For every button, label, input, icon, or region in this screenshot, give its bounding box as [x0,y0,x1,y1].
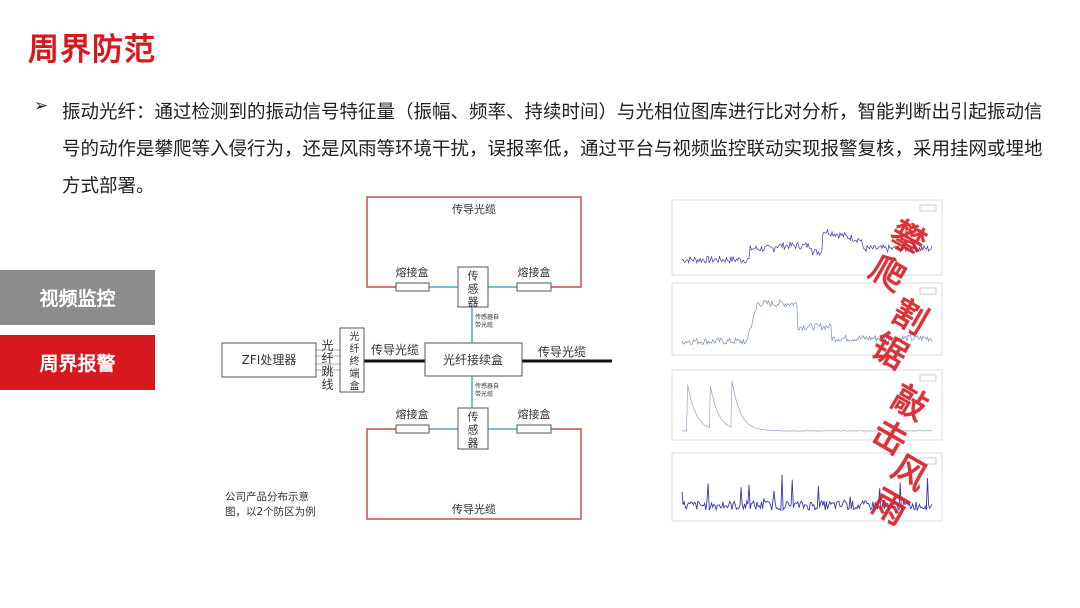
chart-legend [919,287,937,295]
chart-legend [919,374,937,382]
fusion-box [516,424,552,434]
splice-closure-label: 光纤接续盒 [443,352,503,367]
sensor-box [457,407,489,450]
terminal-box-label: 光纤终端盒 [347,331,358,393]
sensor-box [457,266,489,308]
cable-label: 传导光缆 [452,502,496,516]
sensor-cable-label: 传感器自 [475,382,499,390]
sensor-links [429,286,517,430]
sensor-cable-label: 带光缆 [475,321,493,329]
cable-label: 传导光缆 [452,202,496,216]
cable-label: 传导光缆 [371,342,419,357]
caption-line: 公司产品分布示意 [225,490,309,503]
sensor-cable-label: 带光缆 [475,390,493,398]
signal-chart-frame [671,199,943,276]
fusion-box-label: 熔接盒 [396,407,429,421]
sensor-label: 传感器 [466,411,479,450]
bottom-loop-cable [366,428,582,520]
chart-legend [919,204,937,212]
fusion-box [516,282,552,292]
signal-chart-frame [671,282,943,356]
fusion-box-label: 熔接盒 [396,265,429,279]
signal-waveform-wind-rain [681,474,933,512]
arrow-right-icon: ➢ [34,96,49,116]
signal-chart-frame [671,452,943,522]
processor-label: ZFI处理器 [242,353,297,367]
chart-legend [919,457,937,465]
fusion-box-label: 熔接盒 [518,407,551,421]
cable-label: 传导光缆 [538,344,586,359]
top-loop-cable [366,196,582,288]
bullet-text: 振动光纤：通过检测到的振动信号特征量（振幅、频率、持续时间）与光相位图库进行比对… [62,102,1043,197]
fusion-box-label: 熔接盒 [518,265,551,279]
patch-cord-label: 光纤跳线 [320,339,334,391]
fusion-box [395,424,430,434]
terminal-box [339,327,365,393]
video-monitoring-button[interactable]: 视频监控 [0,270,155,325]
fusion-box [395,282,430,292]
signal-waveform-saw [681,299,933,346]
patch-cords [316,349,340,371]
signal-waveform-climb [681,228,933,265]
sensor-cable-label: 传感器自 [475,313,499,321]
splice-closure-box [424,342,523,377]
signal-waveform-knock [681,380,933,432]
page-title: 周界防范 [28,32,156,68]
perimeter-alarm-button[interactable]: 周界报警 [0,335,155,390]
signal-chart-frame [671,369,943,441]
sensor-label: 传感器 [466,270,479,309]
processor-box [221,342,317,378]
caption-line: 图，以2个防区为例 [225,505,316,518]
